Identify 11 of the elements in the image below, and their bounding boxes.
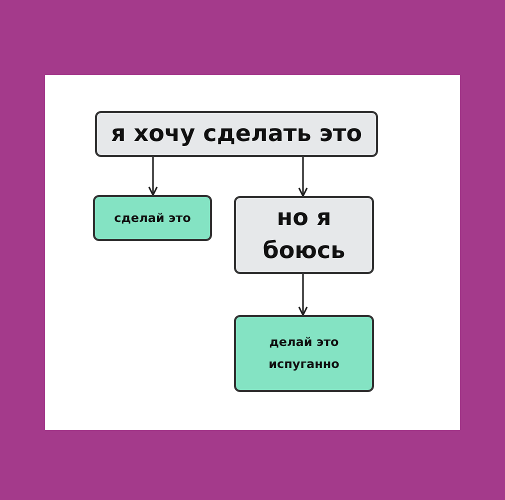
arrow bbox=[298, 157, 308, 197]
arrow bbox=[148, 157, 158, 196]
process-box bbox=[95, 111, 378, 157]
box-label: но я боюсь bbox=[262, 204, 346, 266]
process-box bbox=[234, 196, 374, 274]
arrow bbox=[298, 274, 308, 316]
box-label: сделай это bbox=[114, 210, 191, 227]
box-label: делай это испуганно bbox=[268, 334, 340, 373]
box-label: я хочу сделать это bbox=[110, 120, 362, 149]
process-box bbox=[234, 315, 374, 392]
process-box bbox=[93, 195, 212, 241]
